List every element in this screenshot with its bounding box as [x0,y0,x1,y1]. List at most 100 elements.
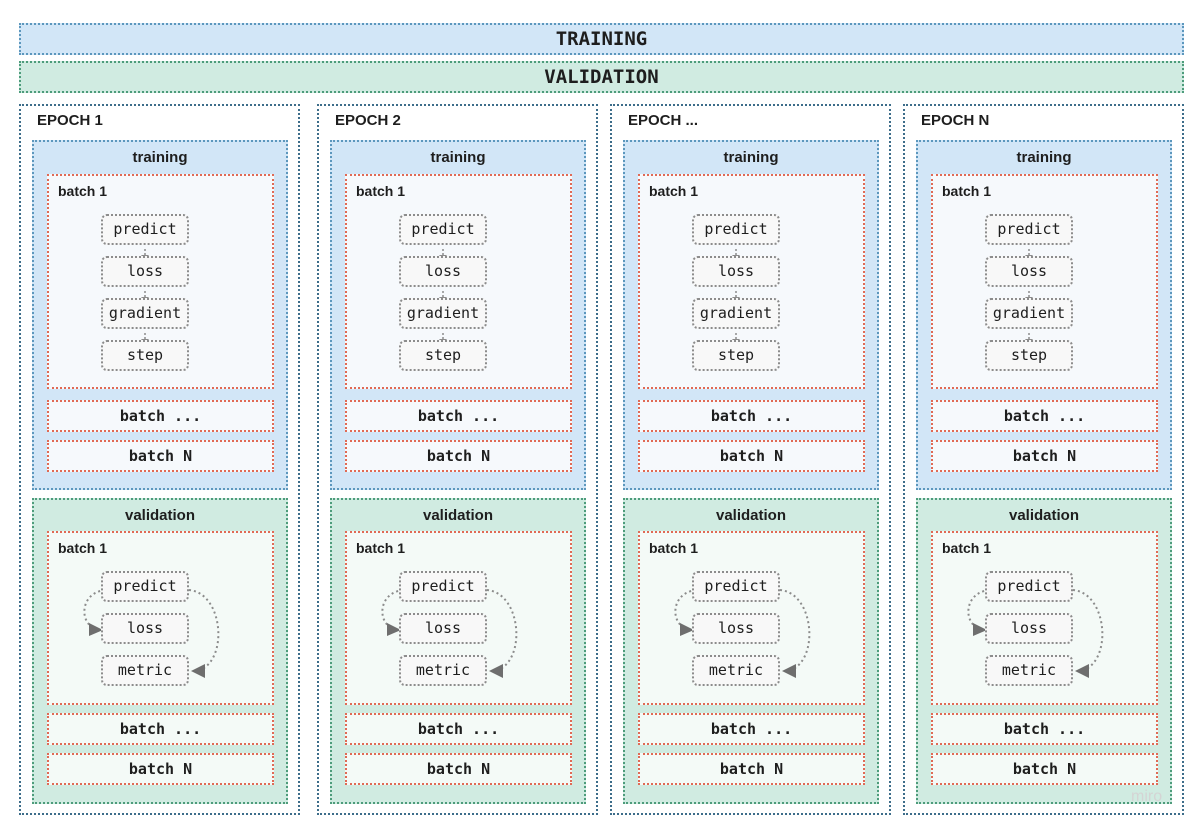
step-loss: loss [985,613,1073,644]
batch-title: batch 1 [942,540,992,556]
arrow-left-icon [1075,664,1089,678]
step-gradient: gradient [101,298,189,329]
step-predict: predict [399,571,487,602]
phase-title: training [430,149,486,166]
phase-title: validation [1008,507,1079,524]
step-gradient: gradient [399,298,487,329]
epoch-panel: EPOCH 1 training batch 1 predict loss gradien… [19,104,300,815]
epoch-panel: EPOCH ... training batch 1 predict loss gradi… [610,104,891,815]
arrow-right-icon [973,623,987,636]
batch-n-row: batch N [638,440,865,472]
batch-n-row: batch N [345,440,572,472]
step-predict: predict [692,214,780,245]
training-batch-1: batch 1 predict loss gradient step [47,174,274,389]
phase-title: validation [422,507,493,524]
validation-batch-1: batch 1 predict loss metric [638,531,865,705]
batch-ellipsis-row: batch ... [47,400,274,432]
arrow-right-icon [89,623,103,636]
step-step: step [985,340,1073,371]
batch-title: batch 1 [649,540,699,556]
arrow-right-icon [680,623,694,636]
validation-phase: validation batch 1 predict loss metric batch … [330,498,586,804]
batch-ellipsis-row: batch ... [931,713,1158,745]
phase-title: training [723,149,779,166]
step-loss: loss [692,613,780,644]
step-metric: metric [985,655,1073,686]
step-loss: loss [101,613,189,644]
batch-n-row: batch N [638,753,865,785]
step-metric: metric [399,655,487,686]
step-predict: predict [692,571,780,602]
arrow-left-icon [191,664,205,678]
step-step: step [399,340,487,371]
step-loss: loss [399,256,487,287]
step-predict: predict [101,214,189,245]
batch-n-row: batch N [931,440,1158,472]
predict-to-metric-arrow [779,589,811,672]
predict-to-metric-arrow [188,589,220,672]
validation-step-arrows [381,589,518,678]
epoch-title: EPOCH 2 [335,112,401,129]
step-predict: predict [985,214,1073,245]
validation-step-arrows [83,589,220,678]
validation-banner: VALIDATION [19,61,1184,93]
step-metric: metric [692,655,780,686]
batch-title: batch 1 [356,540,406,556]
step-predict: predict [985,571,1073,602]
batch-ellipsis-row: batch ... [345,713,572,745]
epoch-title: EPOCH N [921,112,990,129]
step-predict: predict [101,571,189,602]
validation-step-arrows [967,589,1104,678]
predict-to-metric-arrow [1072,589,1104,672]
step-loss: loss [399,613,487,644]
epoch-panel: EPOCH N training batch 1 predict loss gradien… [903,104,1184,815]
step-gradient: gradient [692,298,780,329]
batch-n-row: batch N [47,753,274,785]
batch-n-row: batch N [931,753,1158,785]
epoch-panel: EPOCH 2 training batch 1 predict loss gradien… [317,104,598,815]
epoch-title: EPOCH ... [628,112,699,129]
batch-n-row: batch N [345,753,572,785]
training-batch-1: batch 1 predict loss gradient step [931,174,1158,389]
step-predict: predict [399,214,487,245]
arrow-right-icon [387,623,401,636]
step-loss: loss [101,256,189,287]
batch-ellipsis-row: batch ... [47,713,274,745]
step-loss: loss [985,256,1073,287]
step-step: step [101,340,189,371]
training-batch-1: batch 1 predict loss gradient step [345,174,572,389]
epoch-title: EPOCH 1 [37,112,103,129]
batch-ellipsis-row: batch ... [638,713,865,745]
batch-title: batch 1 [356,183,406,199]
batch-ellipsis-row: batch ... [345,400,572,432]
validation-step-arrows [674,589,811,678]
batch-title: batch 1 [942,183,992,199]
step-loss: loss [692,256,780,287]
training-banner: TRAINING [19,23,1184,55]
batch-title: batch 1 [58,183,108,199]
batch-ellipsis-row: batch ... [931,400,1158,432]
step-gradient: gradient [985,298,1073,329]
phase-title: validation [124,507,195,524]
phase-title: training [1016,149,1072,166]
phase-title: training [132,149,188,166]
validation-batch-1: batch 1 predict loss metric [931,531,1158,705]
batch-ellipsis-row: batch ... [638,400,865,432]
predict-to-metric-arrow [486,589,518,672]
step-step: step [692,340,780,371]
step-metric: metric [101,655,189,686]
arrow-left-icon [489,664,503,678]
phase-title: validation [715,507,786,524]
batch-n-row: batch N [47,440,274,472]
arrow-left-icon [782,664,796,678]
miro-watermark: miro [1131,788,1163,805]
